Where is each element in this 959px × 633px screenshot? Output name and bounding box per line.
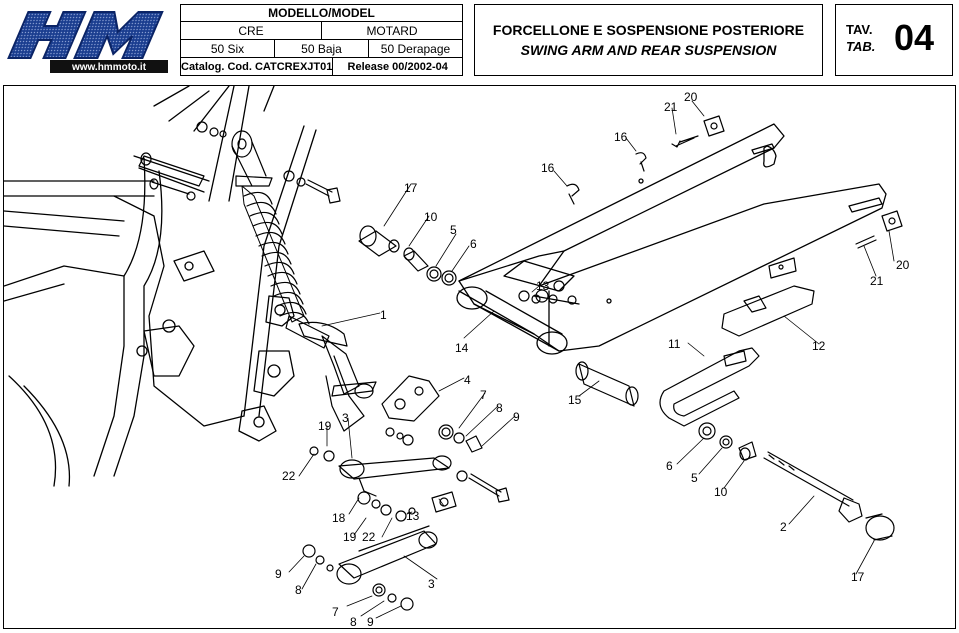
bushings-upper	[358, 225, 457, 286]
release: Release 00/2002-04	[347, 60, 448, 73]
rocker-hardware	[385, 424, 483, 453]
callout-19-upper: 19	[318, 419, 332, 433]
callout-21-top: 21	[664, 100, 678, 114]
chain-guide	[659, 347, 760, 427]
callout-16: 16	[541, 161, 555, 175]
callout-8-upper: 8	[496, 401, 503, 415]
callout-6-top: 6	[470, 237, 477, 251]
callout-11: 11	[668, 337, 681, 351]
logo-url: www.hmmoto.it	[71, 62, 147, 73]
callout-9-upper: 9	[513, 410, 520, 424]
catalog-code: Catalog. Cod. CATCREXJT01	[181, 58, 334, 75]
chain-slider	[721, 257, 815, 337]
callout-12: 12	[812, 339, 826, 353]
callout-17-top: 17	[404, 181, 418, 195]
table-number: 04	[894, 17, 935, 58]
leader-lines	[288, 100, 895, 619]
upper-linkage-bolt	[431, 470, 510, 513]
table-reference: TAV. TAB. 04	[835, 4, 953, 76]
model-50-six: 50 Six	[181, 40, 275, 57]
exploded-diagram: 20 21 16 16 17 10 5 6 13 20 21 1 14 11 1…	[3, 85, 956, 629]
callout-10-top: 10	[424, 210, 438, 224]
callout-19-lower: 19	[343, 530, 357, 544]
shock-top-hardware	[196, 121, 341, 204]
model-header: MODELLO/MODEL	[268, 6, 375, 20]
tab-label: TAB.	[846, 39, 876, 54]
clip-16	[566, 152, 647, 205]
title-italian: FORCELLONE E SOSPENSIONE POSTERIORE	[492, 22, 805, 38]
shock-absorber	[231, 130, 377, 432]
swing-arm	[456, 123, 887, 355]
callout-6-lower: 6	[666, 459, 673, 473]
title-english: SWING ARM AND REAR SUSPENSION	[520, 42, 777, 58]
pivot-bolts	[518, 280, 577, 305]
callout-9-lower: 9	[367, 615, 374, 629]
callout-17-lower: 17	[851, 570, 865, 584]
model-50-baja: 50 Baja	[275, 40, 369, 57]
callout-5-lower: 5	[691, 471, 698, 485]
model-50-derapage: 50 Derapage	[380, 41, 451, 56]
pivot-bolt-lower	[698, 422, 895, 541]
callout-9-lower-left: 9	[275, 567, 282, 581]
callout-18: 18	[332, 511, 346, 525]
callout-20-right: 20	[896, 258, 910, 272]
callout-7-lower: 7	[332, 605, 339, 619]
callout-2: 2	[780, 520, 787, 534]
tav-label: TAV.	[846, 22, 873, 37]
model-motard: MOTARD	[366, 23, 418, 38]
hm-logo: www.hmmoto.it	[6, 4, 172, 74]
callout-8-lower: 8	[350, 615, 357, 629]
bracket-top	[671, 115, 725, 148]
callout-14: 14	[455, 341, 469, 355]
link-rod-upper	[309, 446, 452, 522]
model-cre: CRE	[181, 22, 322, 39]
callout-22-lower: 22	[362, 530, 376, 544]
callout-13-top: 13	[536, 279, 550, 293]
callout-22-upper: 22	[282, 469, 296, 483]
callout-20-top: 20	[684, 90, 698, 104]
title-box: FORCELLONE E SOSPENSIONE POSTERIORE SWIN…	[474, 4, 823, 76]
callout-16-top: 16	[614, 130, 628, 144]
frame	[4, 86, 317, 487]
link-plate-lower	[302, 525, 438, 611]
callout-3-lower: 3	[428, 577, 435, 591]
callout-13-lower: 13	[406, 509, 420, 523]
callout-1: 1	[380, 308, 387, 322]
bracket-right	[855, 210, 903, 249]
callout-4: 4	[464, 373, 471, 387]
callout-21-right: 21	[870, 274, 884, 288]
callout-15: 15	[568, 393, 582, 407]
callout-8-lower-left: 8	[295, 583, 302, 597]
callout-5-top: 5	[450, 223, 457, 237]
callout-7-upper: 7	[480, 388, 487, 402]
frame-crossbar	[138, 152, 205, 201]
spacer-tube	[575, 361, 639, 407]
callout-labels: 20 21 16 16 17 10 5 6 13 20 21 1 14 11 1…	[275, 90, 910, 629]
model-table: MODELLO/MODEL CRE MOTARD 50 Six 50 Baja …	[180, 4, 463, 76]
callout-3-upper: 3	[342, 411, 349, 425]
callout-10-lower: 10	[714, 485, 728, 499]
linkage-rocker	[381, 375, 440, 422]
